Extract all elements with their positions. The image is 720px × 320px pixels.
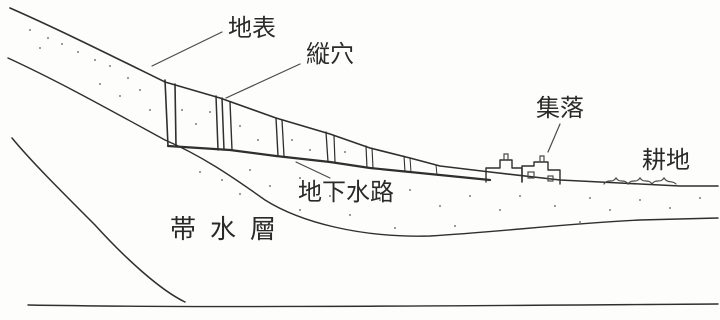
shaft-7 [435,164,438,176]
farmland-crops [603,176,677,186]
label-surface: 地表 [228,14,276,42]
shaft-7b [409,157,412,173]
shaft-1 [164,79,169,147]
aquifer-boundary-line [11,137,186,303]
shaft-5 [365,145,368,169]
ground-surface-line [9,7,719,187]
label-aquifer: 帯水層 [170,215,290,245]
shaft-1b [174,83,177,147]
shaft-6b [371,147,374,169]
shaft-2b [215,95,219,151]
shaft-5b [333,135,336,163]
label-shaft: 縦穴 [306,40,354,68]
label-village: 集落 [536,94,584,122]
soil-stipple-upper [29,29,346,153]
leader-channel [295,161,331,179]
leader-surface [151,31,223,67]
leader-shaft [225,63,301,99]
shaft-2 [221,97,225,151]
stratum-line-upper [7,57,719,237]
label-farmland: 耕地 [642,146,690,174]
village-buildings [485,153,561,185]
shaft-6 [403,155,406,173]
shaft-4b [281,119,285,157]
shaft-3b [229,101,233,151]
vertical-shafts [164,79,438,176]
label-underground-channel: 地下水路 [298,178,394,206]
shaft-4 [325,131,329,163]
soil-stipple-lower [199,169,701,229]
leader-village [547,123,561,153]
underground-channel-line [166,144,492,182]
shaft-3 [275,117,279,157]
bottom-stratum-line [27,303,719,308]
